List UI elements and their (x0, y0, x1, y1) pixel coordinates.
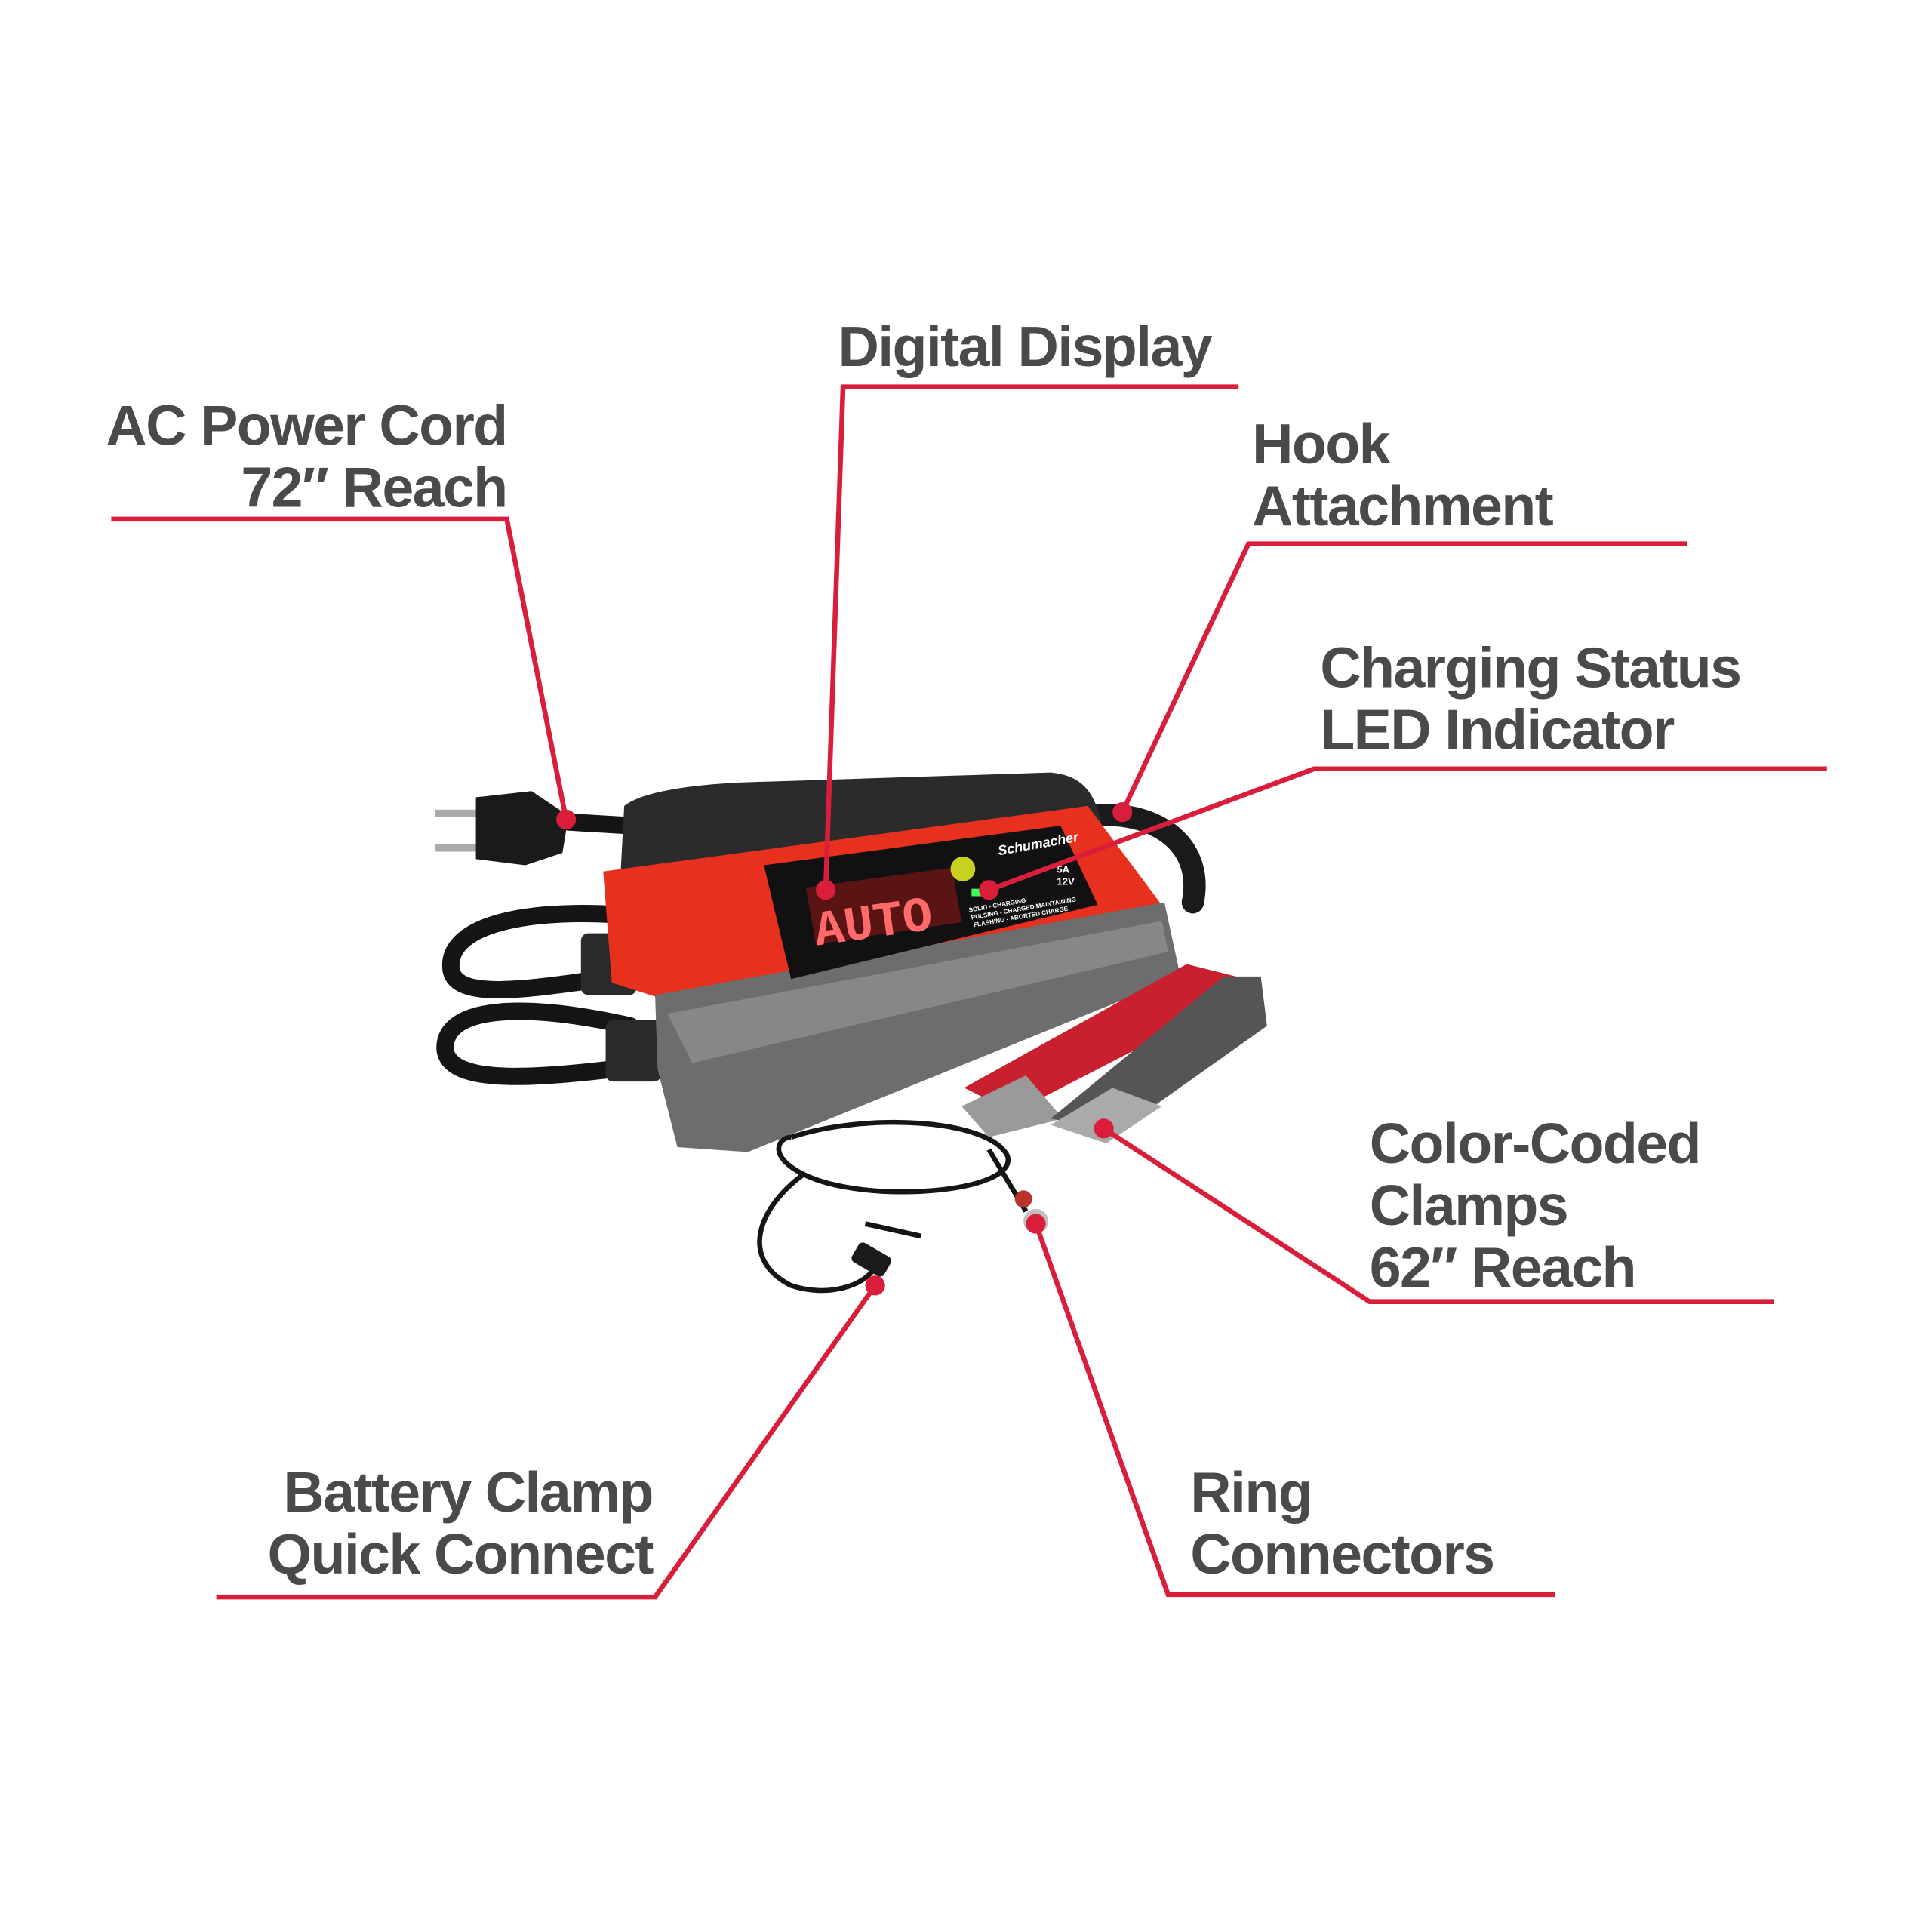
ac-power-cord (436, 813, 652, 1085)
led-label: Charging Status (1320, 636, 1740, 700)
volts-label: 12V (1057, 876, 1075, 888)
clamps-label: Color-Coded (1370, 1112, 1700, 1175)
hook-leader (1120, 541, 1687, 814)
quick-dot (865, 1275, 885, 1296)
display-dot (815, 880, 836, 900)
ac-plug (435, 791, 569, 866)
quick-connect-cable (757, 1119, 1029, 1294)
clamps-dot (1094, 1118, 1114, 1139)
quick-label: Battery Clamp (283, 1460, 652, 1524)
hook-dot (1112, 801, 1133, 823)
hook-label-2: Attachment (1252, 474, 1554, 537)
quick-leader (216, 1284, 878, 1600)
charging-led (971, 888, 984, 897)
ring-label-2: Connectors (1190, 1522, 1494, 1586)
red-clamp-jaw (961, 1075, 1063, 1137)
clamps-label-3: 62″ Reach (1370, 1235, 1635, 1299)
amps-label: 5A (1057, 863, 1069, 875)
ac-cord-dot (556, 809, 577, 830)
red-clamp (964, 964, 1236, 1113)
led-leader (988, 766, 1827, 893)
callout-lines (111, 384, 1827, 1600)
display-label: Digital Display (838, 315, 1212, 378)
ac-cord-leader (111, 516, 569, 820)
ac-cord-label: AC Power Cord (106, 394, 506, 457)
clamps-label-2: Clamps (1370, 1174, 1567, 1237)
quick-label-2: Quick Connect (268, 1522, 654, 1586)
battery-charger-illustration: AUTO Schumacher 5A 12V SOLID - CHARGING … (435, 772, 1267, 1294)
led-label-2: LED Indicator (1320, 698, 1675, 761)
callout-labels: AC Power Cord 72″ Reach Digital Display … (106, 315, 1742, 1586)
hook-label: Hook (1252, 412, 1391, 475)
display-leader (823, 384, 1239, 891)
led-screen (805, 867, 962, 945)
clamps-leader (1102, 1126, 1774, 1304)
bumper-highlight (667, 921, 1168, 1063)
black-clamp-jaw (1051, 1088, 1162, 1144)
ring-leader (1033, 1223, 1555, 1598)
led-dot (979, 880, 999, 900)
ac-cord-label-2: 72″ Reach (241, 456, 506, 519)
ring-label: Ring (1190, 1460, 1312, 1524)
quick-connect-plug (851, 1242, 891, 1277)
ring-dot (1026, 1214, 1046, 1234)
lithium-badge-icon (950, 857, 976, 881)
ring-connector (1014, 1190, 1032, 1208)
